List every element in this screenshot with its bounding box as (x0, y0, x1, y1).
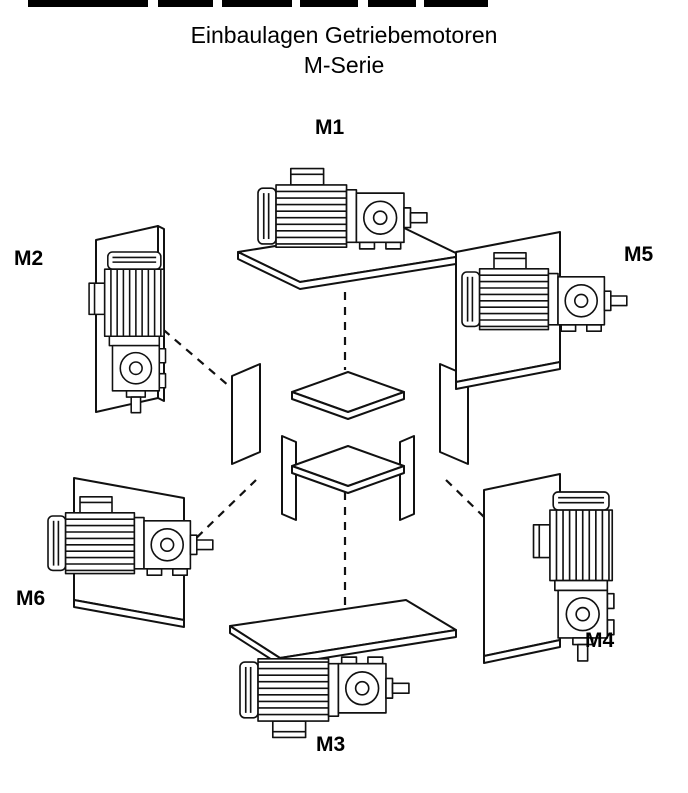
label-m6: M6 (16, 587, 46, 610)
position-m4 (483, 473, 615, 664)
label-m5: M5 (624, 243, 654, 266)
mounting-cube (231, 363, 469, 521)
label-m1: M1 (315, 116, 345, 139)
label-m3: M3 (316, 733, 346, 756)
cube-top-plate-edge (291, 391, 405, 420)
title-line1: Einbaulagen Getriebemotoren (190, 22, 498, 48)
position-m3 (229, 599, 457, 739)
cube-front-right-plate (399, 435, 415, 521)
cube-front-left-plate (281, 435, 297, 521)
label-m4: M4 (585, 629, 615, 652)
m5-wall-plate-edge (455, 361, 561, 390)
title-line2: M-Serie (303, 52, 385, 78)
position-m1 (237, 167, 463, 290)
cube-left-plate (231, 363, 261, 465)
motor-m1 (257, 167, 428, 250)
connector-m6 (185, 479, 257, 549)
label-m2: M2 (14, 247, 44, 270)
cube-bottom-plate-edge (291, 465, 405, 494)
m6-wall-plate-edge (73, 599, 185, 628)
position-m5 (455, 231, 628, 390)
connector-m2 (151, 319, 237, 393)
motor-m3 (239, 656, 410, 739)
position-m6 (47, 477, 214, 628)
m4-wall-plate (483, 473, 561, 657)
position-m2 (88, 225, 167, 414)
diagram-title: Einbaulagen Getriebemotoren M-Serie (0, 20, 688, 80)
m4-wall-plate-edge (483, 639, 561, 664)
cropped-header-artifact (28, 0, 488, 7)
